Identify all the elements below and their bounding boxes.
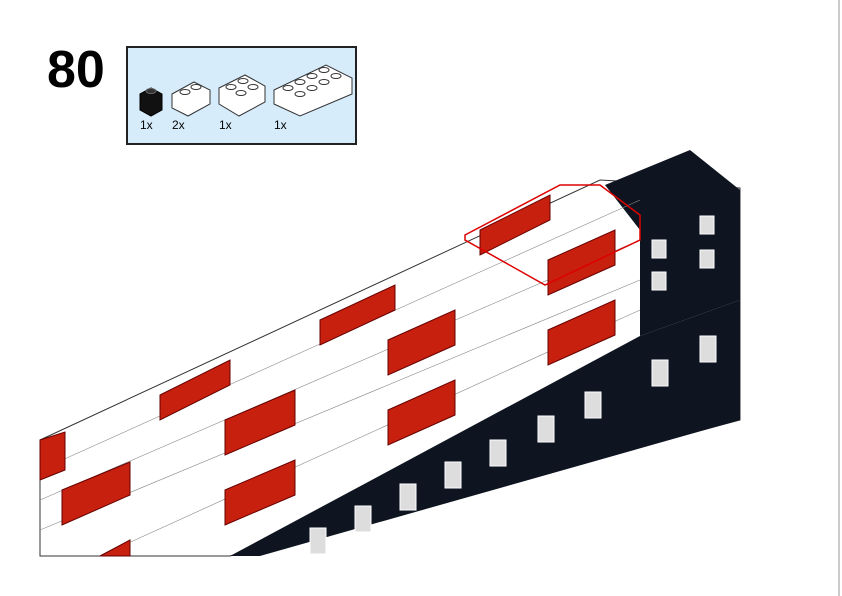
brick-seams [39,199,641,557]
part-quantity: 1x [219,118,232,132]
black-1x1-brick-icon [139,87,163,117]
part-quantity: 1x [140,118,153,132]
white-2x4-brick-icon [273,64,353,117]
page-edge [838,0,840,596]
white-1x2-brick-icon [171,81,211,117]
parts-list-callout: 1x 2x 1x 1x [126,46,357,145]
black-tower [605,150,740,336]
part-quantity: 1x [274,118,287,132]
base-windows [309,215,717,555]
white-2x2-brick-icon [218,74,266,117]
step-number: 80 [47,41,105,99]
new-parts-highlight [464,184,641,286]
part-quantity: 2x [172,118,185,132]
red-windows [39,194,616,557]
black-base-band [230,300,740,556]
